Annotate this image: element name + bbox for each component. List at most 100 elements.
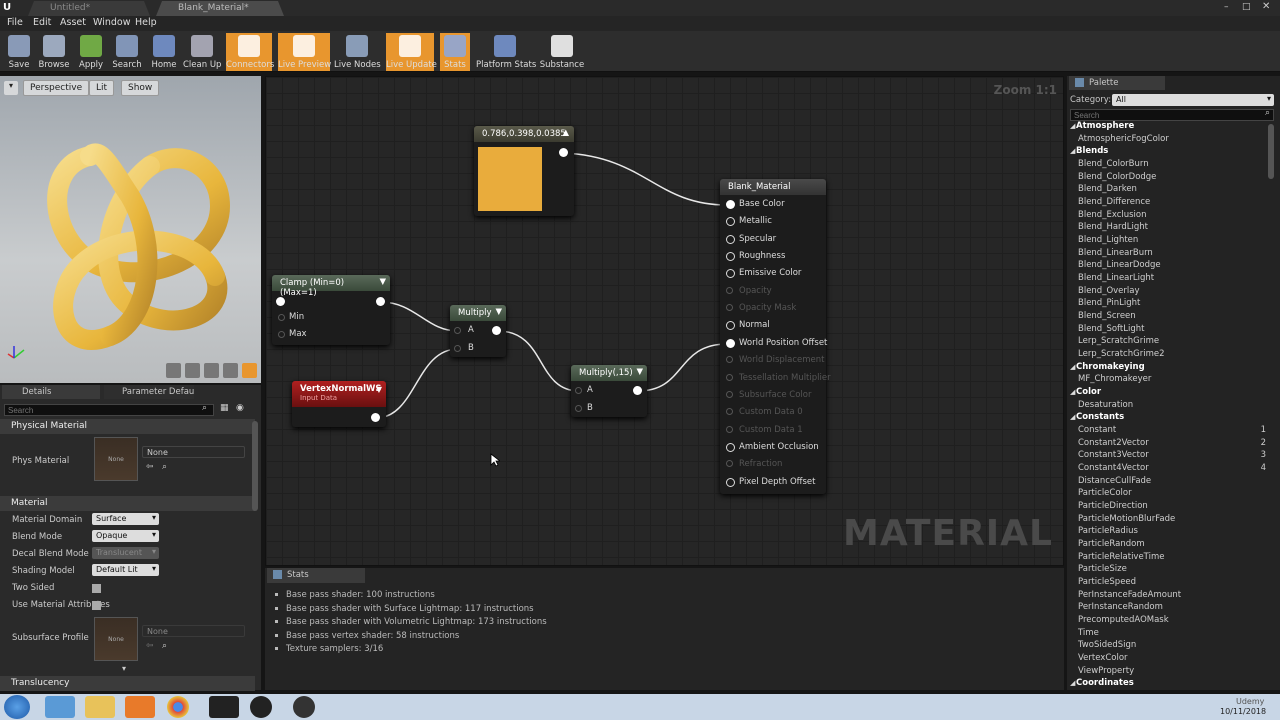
expand-arrow-icon[interactable]: ◢ [1070,122,1076,130]
expand-arrow-icon[interactable]: ▾ [122,664,127,673]
lit-button[interactable]: Lit [89,80,115,96]
palette-item[interactable]: Desaturation [1078,399,1134,410]
palette-category[interactable]: Atmosphere [1076,121,1135,131]
tab-stats[interactable]: Stats [267,568,365,583]
palette-item[interactable]: Blend_Lighten [1078,235,1139,246]
collapse-arrow-icon[interactable]: ▼ [379,277,386,287]
material-input-pin[interactable] [726,408,733,416]
multiply-node[interactable]: Multiply ▼ A B [450,305,506,357]
material-input-pin[interactable] [726,390,733,398]
menu-help[interactable]: Help [135,17,157,28]
toolbar-platform-stats-button[interactable]: Platform Stats [476,33,536,71]
palette-item[interactable]: ParticleSpeed [1078,577,1137,588]
material-input-pin[interactable] [726,460,733,468]
expand-arrow-icon[interactable]: ◢ [1070,413,1076,422]
a-pin[interactable] [575,387,582,394]
palette-item[interactable]: TwoSidedSign [1078,640,1137,651]
chrome-icon[interactable] [167,696,189,718]
minimize-button[interactable]: – [1224,2,1229,12]
toolbar-home-button[interactable]: Home [149,33,179,71]
toolbar-live-preview-button[interactable]: Live Preview [278,33,331,71]
expand-arrow-icon[interactable]: ◢ [1070,388,1076,397]
toolbar-apply-button[interactable]: Apply [75,33,107,71]
subsurface-dropdown[interactable]: None [142,625,245,637]
tab-palette[interactable]: Palette [1069,76,1165,90]
palette-item[interactable]: Constant2Vector [1078,437,1149,448]
collapse-arrow-icon[interactable]: ▼ [636,367,643,377]
palette-item[interactable]: AtmosphericFogColor [1078,133,1169,144]
cylinder-shape-button[interactable] [166,363,181,378]
start-button[interactable] [4,695,30,719]
menu-asset[interactable]: Asset [60,17,86,28]
palette-item[interactable]: ParticleSize [1078,564,1127,575]
browse-arrow-icon[interactable]: ⇦ [146,641,154,651]
collapse-arrow-icon[interactable]: ▲ [562,128,569,138]
palette-item[interactable]: Blend_Exclusion [1078,209,1147,220]
material-row-dropdown[interactable]: Surface▾ [92,513,159,525]
palette-category[interactable]: Blends [1076,146,1109,157]
toolbar-save-button[interactable]: Save [3,33,35,71]
menu-window[interactable]: Window [93,17,131,28]
palette-item[interactable]: Blend_HardLight [1078,222,1149,233]
palette-item[interactable]: Blend_LinearBurn [1078,247,1153,258]
viewport-menu-button[interactable]: ▾ [4,81,18,95]
phys-material-dropdown[interactable]: None [142,446,245,458]
unreal-engine-icon[interactable] [250,696,272,718]
palette-item[interactable]: ViewProperty [1078,665,1135,676]
material-input-pin[interactable] [726,252,735,262]
palette-item[interactable]: DistanceCullFade [1078,475,1152,486]
palette-item[interactable]: Blend_ColorBurn [1078,159,1149,169]
media-player-icon[interactable] [125,696,155,718]
details-search-input[interactable] [4,404,214,416]
palette-item[interactable]: Constant3Vector [1078,450,1149,461]
toolbar-clean-up-button[interactable]: Clean Up [183,33,221,71]
palette-item[interactable]: Blend_Screen [1078,311,1136,322]
material-input-pin[interactable] [726,425,733,433]
output-pin[interactable] [633,386,642,395]
palette-item[interactable]: Lerp_ScratchGrime2 [1078,349,1165,360]
cube-shape-button[interactable] [223,363,238,378]
multiply-15-node[interactable]: Multiply(,15) ▼ A B [571,365,647,417]
phys-material-thumbnail[interactable]: None [94,437,138,481]
menu-file[interactable]: File [7,17,23,28]
material-input-pin[interactable] [726,234,735,244]
vertex-normal-node[interactable]: VertexNormalWS Input Data ▼ [292,381,386,427]
material-row-dropdown[interactable]: Translucent▾ [92,547,159,559]
tab-untitled[interactable]: Untitled* [28,1,150,16]
physical-material-section[interactable]: Physical Material [0,419,255,434]
material-input-pin[interactable] [726,442,735,452]
palette-item[interactable]: ParticleRandom [1078,539,1145,550]
toolbar-live-nodes-button[interactable]: Live Nodes [334,33,381,71]
close-button[interactable]: ✕ [1262,1,1271,12]
substance-icon[interactable] [293,696,315,718]
material-input-pin[interactable] [726,356,733,364]
find-icon[interactable]: ⌕ [162,462,168,472]
palette-item[interactable]: Blend_Difference [1078,197,1151,208]
palette-item[interactable]: ParticleRelativeTime [1078,551,1165,562]
material-row-dropdown[interactable]: Default Lit▾ [92,564,159,576]
grid-view-icon[interactable]: ▦ [220,403,229,413]
palette-item[interactable]: Blend_Overlay [1078,285,1140,296]
file-explorer-icon[interactable] [85,696,115,718]
sphere-shape-button[interactable] [185,363,200,378]
output-pin[interactable] [376,297,385,306]
palette-item[interactable]: Blend_Darken [1078,184,1137,195]
palette-item[interactable]: MF_Chromakeyer [1078,374,1152,385]
details-scrollbar[interactable] [252,421,258,511]
collapse-arrow-icon[interactable]: ▼ [375,385,382,394]
expand-arrow-icon[interactable]: ◢ [1070,362,1076,371]
subsurface-thumbnail[interactable]: None [94,617,138,661]
palette-item[interactable]: Time [1078,627,1099,638]
find-icon[interactable]: ⌕ [162,641,168,651]
b-pin[interactable] [575,405,582,412]
palette-item[interactable]: Constant4Vector [1078,463,1149,474]
palette-item[interactable]: PrecomputedAOMask [1078,615,1169,626]
material-input-pin[interactable] [726,269,735,279]
show-button[interactable]: Show [121,80,160,96]
color-constant-node[interactable]: 0.786,0.398,0.0385 ▲ [474,126,574,216]
palette-item[interactable]: Blend_LinearLight [1078,273,1155,284]
a-pin[interactable] [454,327,461,334]
browse-arrow-icon[interactable]: ⇦ [146,462,154,472]
toolbar-stats-button[interactable]: Stats [440,33,470,71]
